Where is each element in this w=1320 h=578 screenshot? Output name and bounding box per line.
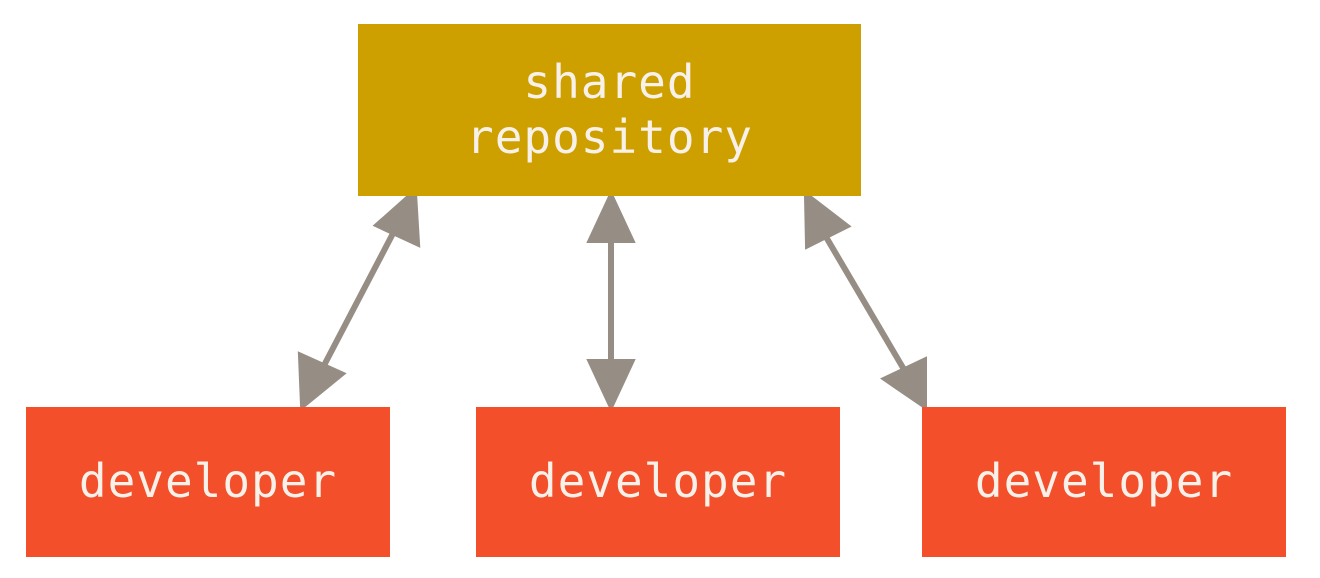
developer-box-3: developer: [922, 407, 1286, 557]
arrow-dev2-repo: [586, 189, 636, 413]
repository-label-line1: shared: [523, 54, 696, 109]
arrow-dev1-repo: [297, 186, 421, 412]
repository-label-line2: repository: [466, 110, 753, 164]
arrow-dev3-repo: [803, 189, 927, 411]
developer-label: developer: [78, 454, 338, 509]
developer-label: developer: [528, 454, 788, 509]
developer-box-1: developer: [26, 407, 390, 557]
shared-repository-box: shared repository: [358, 24, 861, 196]
developer-box-2: developer: [476, 407, 840, 557]
developer-label: developer: [974, 454, 1234, 509]
